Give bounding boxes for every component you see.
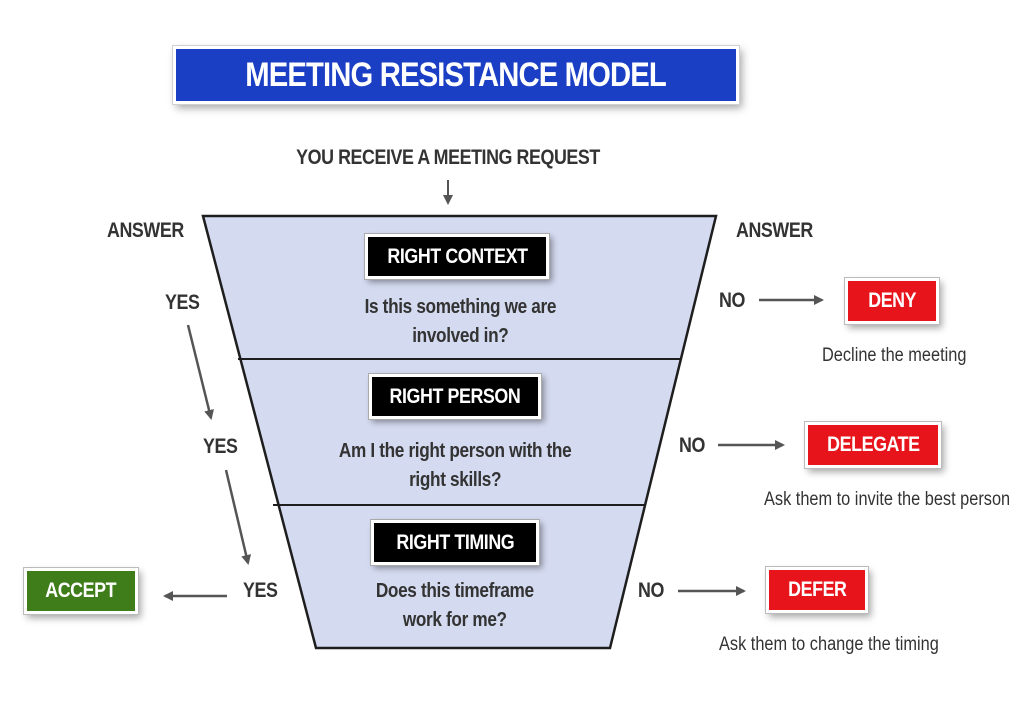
- stage-tag-right-context: RIGHT CONTEXT: [365, 234, 549, 279]
- deny-description: Decline the meeting: [822, 345, 967, 366]
- deny-badge: DENY: [845, 278, 939, 324]
- yes-label-3: YES: [243, 579, 278, 602]
- title-banner: MEETING RESISTANCE MODEL: [173, 46, 739, 104]
- defer-badge: DEFER: [766, 567, 868, 613]
- stage-question-1: Is this something we are involved in?: [364, 296, 556, 347]
- stage-question-2: Am I the right person with the right ski…: [338, 440, 572, 491]
- stage-question-3: Does this timeframe work for me?: [376, 580, 534, 631]
- delegate-badge: DELEGATE: [805, 422, 941, 468]
- answer-left-header: ANSWER: [107, 219, 184, 242]
- yes-arrow-2: [224, 469, 252, 565]
- stage-tag-right-timing: RIGHT TIMING: [371, 520, 539, 565]
- diagram-title: MEETING RESISTANCE MODEL: [245, 55, 668, 94]
- no-label-3: NO: [638, 579, 664, 602]
- accept-badge: ACCEPT: [24, 568, 138, 614]
- no-label-2: NO: [679, 434, 705, 457]
- answer-right-header: ANSWER: [736, 219, 813, 242]
- delegate-description: Ask them to invite the best person: [764, 489, 1011, 510]
- yes-arrow-1: [186, 324, 214, 420]
- no-label-1: NO: [719, 289, 745, 312]
- stage-tag-right-person: RIGHT PERSON: [369, 374, 541, 419]
- defer-description: Ask them to change the timing: [719, 634, 939, 655]
- yes-label-2: YES: [203, 435, 238, 458]
- entry-label: YOU RECEIVE A MEETING REQUEST: [296, 146, 600, 169]
- yes-label-1: YES: [165, 291, 200, 314]
